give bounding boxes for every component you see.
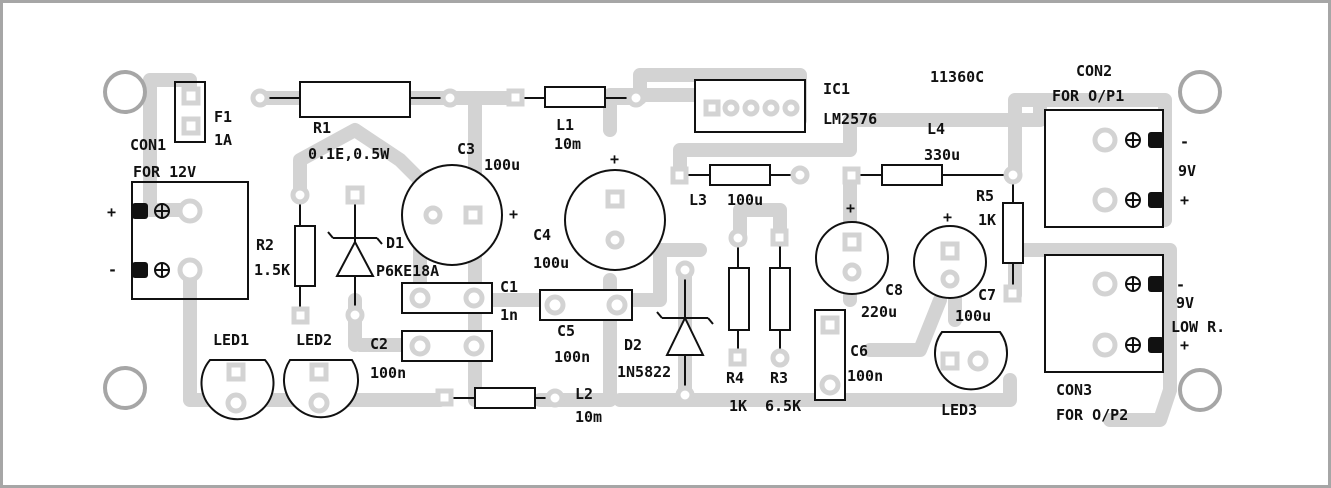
r4-value: 1K	[729, 397, 747, 415]
r2-body	[294, 225, 316, 287]
c7-outline	[913, 225, 987, 299]
r1-value: 0.1E,0.5W	[308, 145, 390, 163]
con1-outline	[131, 181, 249, 300]
l2-label: L2	[575, 385, 593, 403]
l1-body	[544, 86, 606, 108]
l4-body	[881, 164, 943, 186]
c3-outline	[401, 164, 503, 266]
con1-plus: +	[107, 203, 116, 221]
c5-label: C5	[557, 322, 575, 340]
r1-body	[299, 81, 411, 118]
d2-bar	[656, 311, 714, 325]
f1-label: F1	[214, 108, 232, 126]
ic1-label: IC1	[823, 80, 850, 98]
led2-label: LED2	[296, 331, 332, 349]
c4-label: C4	[533, 226, 551, 244]
r5-label: R5	[976, 187, 994, 205]
con3-label: CON3	[1056, 381, 1092, 399]
con3-voltage: 9V	[1176, 294, 1194, 312]
con2-plus: +	[1180, 191, 1189, 209]
c6-label: C6	[850, 342, 868, 360]
c2-label: C2	[370, 335, 388, 353]
con3-minus: -	[1176, 276, 1185, 294]
r3-value: 6.5K	[765, 397, 801, 415]
con2-minus: -	[1180, 133, 1189, 151]
l2-body	[474, 387, 536, 409]
con3-desc: FOR O/P2	[1056, 406, 1128, 424]
c7-plus: +	[943, 208, 952, 226]
con2-label: CON2	[1076, 62, 1112, 80]
d2-label: D2	[624, 336, 642, 354]
pads	[177, 86, 1118, 414]
mounting-hole	[1178, 368, 1222, 412]
terminal-marks	[132, 132, 1164, 353]
c3-label: C3	[457, 140, 475, 158]
c7-label: C7	[978, 286, 996, 304]
l3-body	[709, 164, 771, 186]
con2-voltage: 9V	[1178, 162, 1196, 180]
c2-value: 100n	[370, 364, 406, 382]
c4-value: 100u	[533, 254, 569, 272]
r3-body	[769, 267, 791, 331]
mounting-hole	[103, 70, 147, 114]
led1-label: LED1	[213, 331, 249, 349]
d2-body	[665, 315, 705, 356]
r4-label: R4	[726, 369, 744, 387]
c5-value: 100n	[554, 348, 590, 366]
r1-label: R1	[313, 119, 331, 137]
f1-outline	[174, 81, 206, 143]
c3-plus: +	[509, 205, 518, 223]
l1-value: 10m	[554, 135, 581, 153]
mounting-holes	[103, 70, 1222, 412]
c3-value: 100u	[484, 156, 520, 174]
d1-bar	[327, 231, 383, 245]
con1-desc: FOR 12V	[133, 163, 196, 181]
d2-value: 1N5822	[617, 363, 671, 381]
c6-value: 100n	[847, 367, 883, 385]
led3-label: LED3	[941, 401, 977, 419]
l1-label: L1	[556, 116, 574, 134]
c8-outline	[815, 221, 889, 295]
c4-outline	[564, 169, 666, 271]
c4-plus: +	[610, 150, 619, 168]
r3-label: R3	[770, 369, 788, 387]
r2-value: 1.5K	[254, 261, 290, 279]
c7-value: 100u	[955, 307, 991, 325]
l2-value: 10m	[575, 408, 602, 426]
mounting-hole	[103, 366, 147, 410]
led1-outline	[200, 359, 275, 421]
board-id: 11360C	[930, 68, 984, 86]
con1-minus: -	[108, 261, 117, 279]
d1-label: D1	[386, 234, 404, 252]
terminal-symbols	[154, 132, 1141, 353]
d1-value: P6KE18A	[376, 262, 439, 280]
c8-value: 220u	[861, 303, 897, 321]
r4-body	[728, 267, 750, 331]
silkscreen-labels: 11360C CON1 FOR 12V + - F1 1A R1 0.1E,0.…	[107, 62, 1225, 426]
con3-low-r: LOW R.	[1171, 318, 1225, 336]
c8-label: C8	[885, 281, 903, 299]
r5-value: 1K	[978, 211, 996, 229]
c8-plus: +	[846, 199, 855, 217]
r5-body	[1002, 202, 1024, 264]
l3-value: 100u	[727, 191, 763, 209]
con1-label: CON1	[130, 136, 166, 154]
mounting-hole	[1178, 70, 1222, 114]
con2-desc: FOR O/P1	[1052, 87, 1124, 105]
l4-value: 330u	[924, 146, 960, 164]
c1-value: 1n	[500, 306, 518, 324]
c1-label: C1	[500, 278, 518, 296]
f1-value: 1A	[214, 131, 232, 149]
r2-label: R2	[256, 236, 274, 254]
d1-body	[335, 239, 375, 277]
ic1-value: LM2576	[823, 110, 877, 128]
l3-label: L3	[689, 191, 707, 209]
led2-outline	[283, 359, 359, 419]
con3-plus: +	[1180, 336, 1189, 354]
l4-label: L4	[927, 120, 945, 138]
